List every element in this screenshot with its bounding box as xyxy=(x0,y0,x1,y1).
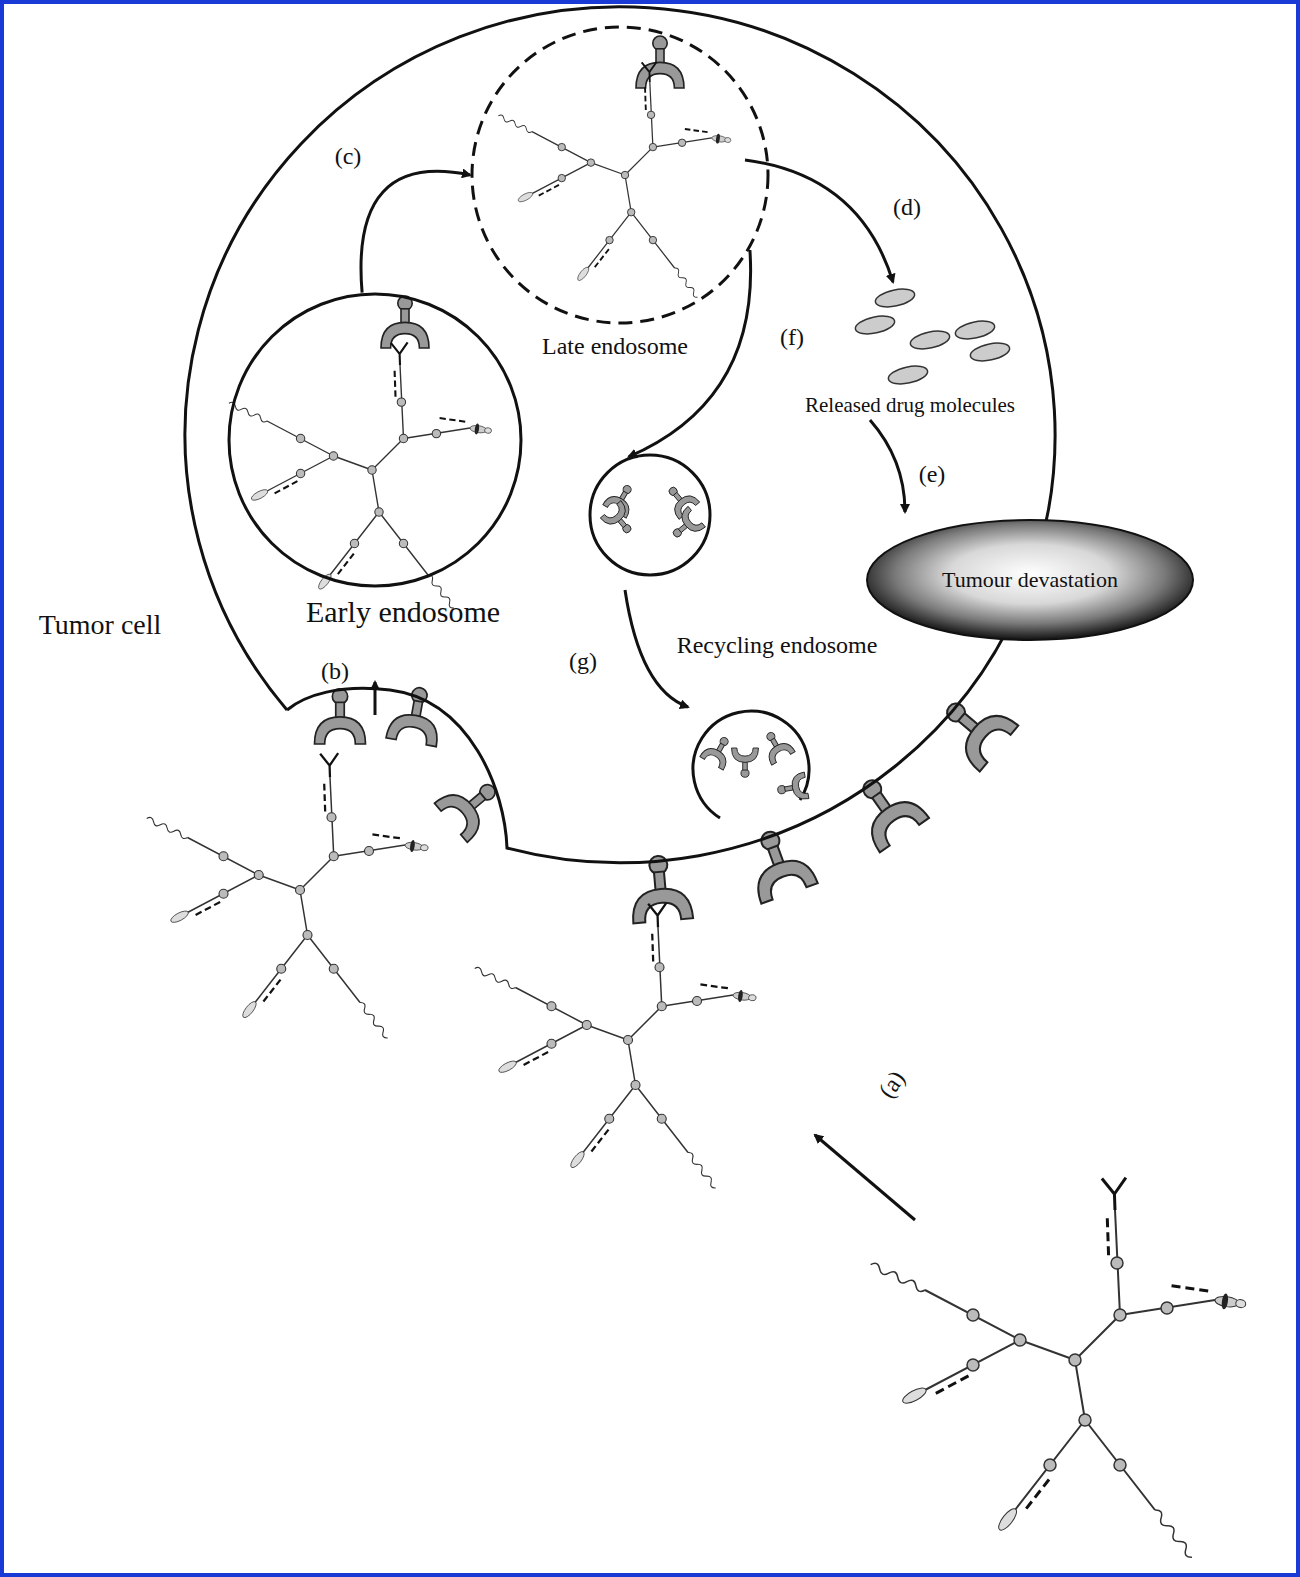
recycling-endosome-shape xyxy=(590,455,710,575)
late-endosome-shape xyxy=(472,27,768,323)
step-label: (g) xyxy=(567,648,599,676)
process-arrow xyxy=(361,171,470,292)
node-label: Early endosome xyxy=(306,595,500,630)
early-endosome-outline xyxy=(227,292,523,588)
node-label: Tumor cell xyxy=(39,609,162,641)
step-label: (f) xyxy=(778,324,806,352)
early-endosome-shape xyxy=(229,294,521,586)
step-label: (e) xyxy=(917,461,948,489)
tumor-cell-shape xyxy=(185,7,1055,863)
tumor-cell: Tumor cellEarly endosomeLate endosomeRec… xyxy=(180,5,1065,865)
node-label: Recycling endosome xyxy=(677,632,878,660)
early-endosome: Early endosome xyxy=(227,292,523,588)
node-label: Tumour devastation xyxy=(942,567,1118,592)
late-endosome: Late endosome xyxy=(470,25,770,325)
step-label: (a) xyxy=(872,1065,912,1106)
recycling-endosome-outline xyxy=(588,453,712,577)
late-endosome-outline xyxy=(470,25,770,325)
drug-caption: Released drug molecules xyxy=(803,393,1017,417)
tumour-ellipse: Tumour devastation xyxy=(865,518,1195,642)
tumour-ellipse-shape xyxy=(867,520,1193,640)
recycling-endosome: Recycling endosome xyxy=(588,453,712,577)
step-label: (b) xyxy=(319,658,351,686)
step-label: (d) xyxy=(891,194,923,222)
step-label: (c) xyxy=(333,143,364,171)
tumor-cell-outline xyxy=(180,5,1065,865)
node-label: Late endosome xyxy=(542,333,688,361)
